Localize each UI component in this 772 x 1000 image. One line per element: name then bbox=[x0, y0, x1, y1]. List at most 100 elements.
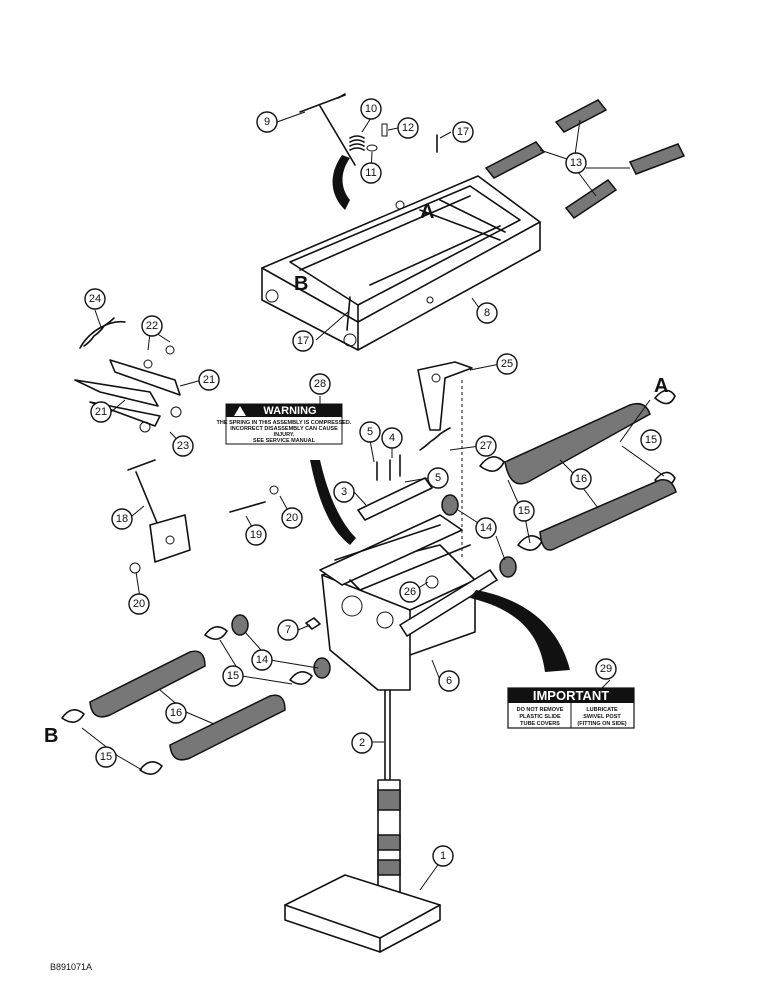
right-slide-parts bbox=[441, 389, 677, 578]
svg-text:21: 21 bbox=[203, 374, 215, 386]
callout-5b: 5 bbox=[427, 467, 449, 489]
svg-text:8: 8 bbox=[484, 307, 490, 319]
callout-3: 3 bbox=[333, 481, 355, 503]
adjust-lever bbox=[127, 459, 279, 574]
callout-5a: 5 bbox=[359, 421, 381, 443]
svg-text:16: 16 bbox=[170, 707, 182, 719]
svg-text:15: 15 bbox=[518, 505, 530, 517]
callout-7: 7 bbox=[277, 619, 299, 641]
callout-12: 12 bbox=[397, 117, 419, 139]
washer bbox=[366, 144, 378, 152]
svg-text:16: 16 bbox=[575, 473, 587, 485]
callout-19: 19 bbox=[245, 524, 267, 546]
callout-25: 25 bbox=[496, 353, 518, 375]
svg-text:13: 13 bbox=[570, 157, 582, 169]
svg-text:15: 15 bbox=[645, 434, 657, 446]
callout-10: 10 bbox=[360, 98, 382, 120]
figure-reference: B891071A bbox=[50, 962, 92, 972]
svg-text:5: 5 bbox=[367, 426, 373, 438]
warning-line-1: THE SPRING IN THIS ASSEMBLY IS COMPRESSE… bbox=[217, 420, 352, 426]
seat-frame bbox=[261, 175, 541, 351]
svg-text:20: 20 bbox=[286, 512, 298, 524]
svg-text:18: 18 bbox=[116, 513, 128, 525]
callout-20b: 20 bbox=[128, 593, 150, 615]
warning-decal: WARNING THE SPRING IN THIS ASSEMBLY IS C… bbox=[217, 403, 352, 445]
callout-17b: 17 bbox=[292, 330, 314, 352]
callout-20a: 20 bbox=[281, 507, 303, 529]
callout-18: 18 bbox=[111, 508, 133, 530]
svg-text:25: 25 bbox=[501, 358, 513, 370]
callout-15a: 15 bbox=[640, 429, 662, 451]
warning-line-3: INJURY. bbox=[274, 432, 295, 438]
callout-16b: 16 bbox=[165, 702, 187, 724]
callout-14a: 14 bbox=[475, 517, 497, 539]
letter-a-top: A bbox=[420, 201, 434, 223]
svg-text:10: 10 bbox=[365, 103, 377, 115]
callouts: 1 2 3 4 5 5 6 7 8 9 10 11 12 13 14 14 15… bbox=[84, 98, 662, 867]
svg-text:28: 28 bbox=[314, 378, 326, 390]
callout-16a: 16 bbox=[570, 468, 592, 490]
callout-15b: 15 bbox=[513, 500, 535, 522]
letter-a-right: A bbox=[654, 375, 668, 397]
svg-text:9: 9 bbox=[264, 116, 270, 128]
svg-text:11: 11 bbox=[365, 167, 376, 179]
important-left-3: TUBE COVERS bbox=[520, 721, 560, 727]
callout-26: 26 bbox=[399, 581, 421, 603]
svg-text:7: 7 bbox=[285, 624, 291, 636]
svg-text:23: 23 bbox=[177, 440, 189, 452]
callout-9: 9 bbox=[256, 111, 278, 133]
callout-4: 4 bbox=[381, 427, 403, 449]
svg-text:27: 27 bbox=[480, 440, 492, 452]
svg-text:14: 14 bbox=[480, 522, 492, 534]
important-decal: IMPORTANT DO NOT REMOVE PLASTIC SLIDE TU… bbox=[507, 687, 635, 729]
svg-text:20: 20 bbox=[133, 598, 145, 610]
grease-fitting bbox=[305, 617, 321, 630]
spring-upper bbox=[349, 135, 365, 151]
important-left-1: DO NOT REMOVE bbox=[517, 707, 564, 713]
svg-text:17: 17 bbox=[457, 126, 469, 138]
callout-15c: 15 bbox=[222, 665, 244, 687]
callout-8: 8 bbox=[476, 302, 498, 324]
important-right-3: (FITTING ON SIDE) bbox=[577, 721, 626, 727]
svg-text:15: 15 bbox=[227, 670, 239, 682]
svg-text:6: 6 bbox=[446, 675, 452, 687]
callout-11: 11 bbox=[360, 162, 382, 184]
pointer-arrows bbox=[310, 155, 570, 672]
roll-pin-lower bbox=[346, 296, 351, 331]
callout-13: 13 bbox=[565, 152, 587, 174]
svg-text:1: 1 bbox=[440, 850, 446, 862]
swivel-post bbox=[284, 689, 441, 953]
svg-text:12: 12 bbox=[402, 122, 414, 134]
callout-22: 22 bbox=[141, 315, 163, 337]
callout-21b: 21 bbox=[90, 401, 112, 423]
callout-28: 28 bbox=[309, 373, 331, 395]
svg-text:26: 26 bbox=[404, 586, 416, 598]
upper-tubes bbox=[484, 99, 686, 220]
svg-text:4: 4 bbox=[389, 432, 395, 444]
svg-text:15: 15 bbox=[100, 751, 112, 763]
callout-14b: 14 bbox=[251, 649, 273, 671]
release-lever-assembly bbox=[74, 317, 182, 433]
important-right-2: SWIVEL POST bbox=[583, 714, 621, 720]
svg-text:5: 5 bbox=[435, 472, 441, 484]
callout-15d: 15 bbox=[95, 746, 117, 768]
callout-2: 2 bbox=[351, 732, 373, 754]
callout-27: 27 bbox=[475, 435, 497, 457]
svg-text:3: 3 bbox=[341, 486, 347, 498]
svg-text:17: 17 bbox=[297, 335, 309, 347]
callout-24: 24 bbox=[84, 288, 106, 310]
callout-23: 23 bbox=[172, 435, 194, 457]
svg-text:24: 24 bbox=[89, 293, 101, 305]
svg-text:19: 19 bbox=[250, 529, 262, 541]
svg-text:21: 21 bbox=[95, 406, 107, 418]
callout-17a: 17 bbox=[452, 121, 474, 143]
lower-base-assembly bbox=[319, 514, 498, 691]
important-right-1: LUBRICATE bbox=[586, 707, 618, 713]
svg-text:29: 29 bbox=[600, 663, 612, 675]
callout-6: 6 bbox=[438, 670, 460, 692]
callout-21a: 21 bbox=[198, 369, 220, 391]
left-slide-parts bbox=[61, 614, 331, 775]
pin bbox=[381, 123, 388, 137]
callout-29: 29 bbox=[595, 658, 617, 680]
